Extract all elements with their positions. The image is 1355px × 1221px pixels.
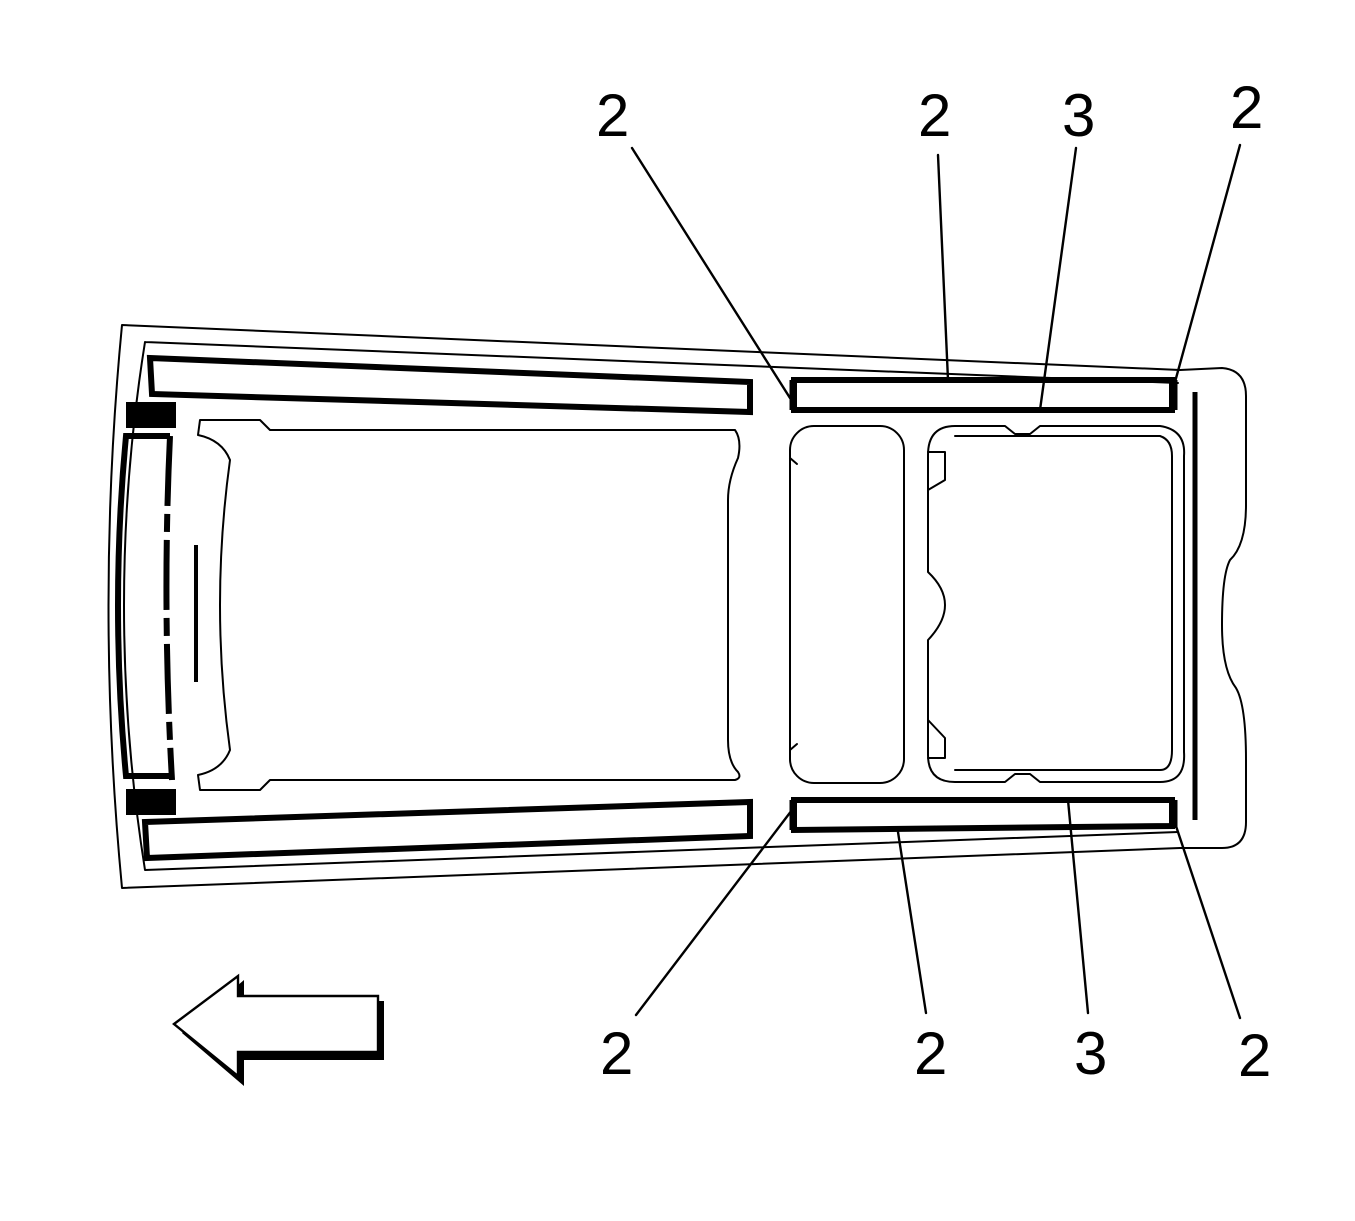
leader-top-2: [936, 153, 950, 382]
front-roof-opening: [197, 419, 741, 791]
rear-roof-panel: [927, 425, 1186, 783]
front-header-inner-bar: [163, 435, 175, 781]
callout-bottom-3: 3: [1074, 1020, 1107, 1087]
callout-top-2: 2: [918, 82, 951, 149]
rear-panel-bracket-lower: [927, 719, 946, 759]
leader-bottom-2: [896, 830, 928, 1015]
arrow-left-icon: [172, 973, 384, 1086]
middle-panel-notch-upper: [789, 457, 798, 465]
roof-panel-inner-outline: [123, 341, 1179, 871]
leader-bottom-3: [1066, 798, 1090, 1015]
callout-top-1: 2: [596, 82, 629, 149]
center-rail-strip-upper: [791, 377, 1175, 413]
leader-top-4: [1173, 143, 1242, 384]
front-rail-strip-upper: [146, 354, 753, 416]
callout-top-3: 3: [1062, 82, 1095, 149]
front-rail-strip-lower: [141, 798, 753, 862]
callout-bottom-1: 2: [600, 1020, 633, 1087]
callout-top-4: 2: [1230, 74, 1263, 141]
center-rail-strip-lower: [791, 797, 1175, 834]
callout-bottom-4: 2: [1238, 1022, 1271, 1089]
middle-roof-panel: [789, 425, 905, 784]
callout-bottom-2: 2: [914, 1020, 947, 1087]
leader-bottom-4: [1173, 821, 1242, 1020]
roof-panel-outline: [107, 324, 1247, 889]
middle-panel-notch-lower: [789, 743, 798, 751]
leader-top-3: [1038, 146, 1078, 412]
rear-panel-inner: [954, 435, 1173, 771]
front-header-block-lower: [126, 789, 176, 815]
leader-bottom-1: [634, 808, 794, 1017]
leader-top-1: [630, 146, 792, 400]
front-header-bar: [115, 433, 170, 779]
front-header-block-upper: [126, 402, 176, 428]
rear-panel-bracket-upper: [927, 451, 946, 491]
